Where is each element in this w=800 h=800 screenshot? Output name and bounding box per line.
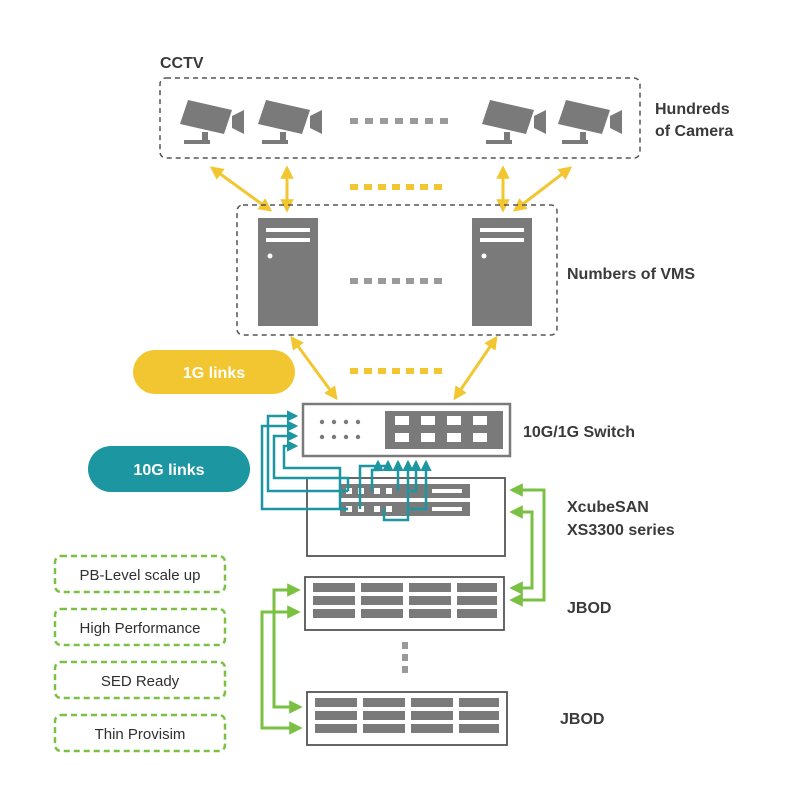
feature-text: SED Ready	[101, 673, 180, 690]
feature-text: Thin Provisim	[95, 726, 186, 743]
vms-switch-links	[290, 335, 498, 401]
camera-vms-links-dots	[350, 184, 442, 190]
vms-group-box	[236, 204, 558, 336]
ten-g-links	[260, 410, 432, 522]
camera-icon	[258, 100, 322, 144]
storage-icon	[304, 576, 505, 631]
feature-item: High Performance	[53, 607, 227, 647]
vms-switch-links-dots	[350, 368, 442, 374]
camera-icon	[558, 100, 622, 144]
cameras-label-line1: Hundreds	[655, 101, 730, 118]
one-g-links-badge: 1G links	[133, 350, 295, 394]
cameras-label-line2: of Camera	[655, 123, 733, 140]
server-icon	[472, 218, 532, 326]
switch-icon	[301, 402, 512, 458]
one-g-links-label: 1G links	[183, 365, 245, 382]
jbod-dots	[402, 642, 408, 673]
jbod-top-label: JBOD	[567, 600, 611, 617]
jbod-links	[260, 483, 546, 735]
camera-dots	[350, 118, 448, 124]
cctv-group-box	[159, 77, 641, 159]
cctv-label: CCTV	[160, 55, 204, 72]
camera-icon	[180, 100, 244, 144]
feature-item: PB-Level scale up	[53, 554, 227, 594]
vms-label: Numbers of VMS	[567, 266, 695, 283]
storage-icon	[306, 477, 506, 557]
storage-icon	[306, 691, 508, 746]
server-dots	[350, 278, 442, 284]
camera-icon	[482, 100, 546, 144]
feature-text: PB-Level scale up	[80, 567, 201, 584]
ten-g-links-label: 10G links	[133, 462, 204, 479]
san-label-line2: XS3300 series	[567, 522, 675, 539]
server-icon	[258, 218, 318, 326]
feature-item: Thin Provisim	[53, 713, 227, 753]
camera-vms-links	[209, 165, 573, 213]
feature-text: High Performance	[80, 620, 201, 637]
switch-label: 10G/1G Switch	[523, 424, 635, 441]
jbod-bottom-label: JBOD	[560, 711, 604, 728]
ten-g-links-badge: 10G links	[88, 446, 250, 492]
feature-item: SED Ready	[53, 660, 227, 700]
san-label-line1: XcubeSAN	[567, 499, 649, 516]
feature-list: PB-Level scale up High Performance SED R…	[53, 554, 227, 753]
